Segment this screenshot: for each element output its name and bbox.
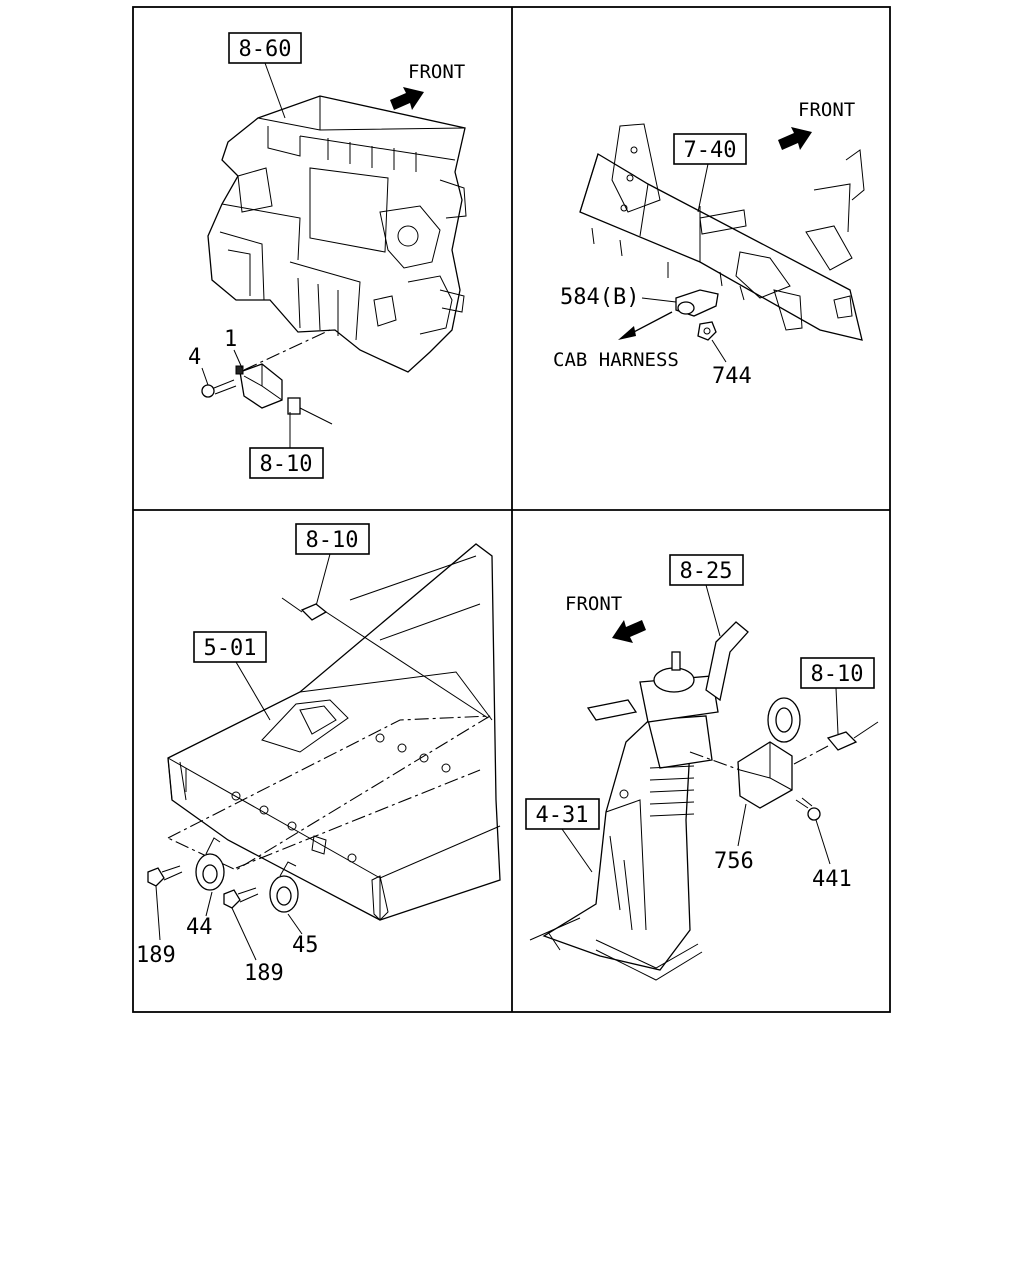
panel-top-left: 8-60 FRONT 4 1 8-10	[188, 32, 467, 479]
diagram-frame	[132, 6, 891, 1013]
callout-756: 756	[714, 849, 754, 874]
frame-rail-drawing	[167, 543, 501, 921]
front-arrow-icon	[778, 127, 812, 150]
ref-box-8-10-top-left[interactable]: 8-10	[249, 447, 324, 479]
screw-part-441[interactable]	[795, 797, 821, 821]
mounting-plane-outline	[166, 715, 491, 871]
ref-box-8-10-label: 8-10	[306, 528, 359, 553]
ref-box-8-60-label: 8-60	[239, 37, 292, 62]
ref-box-7-40-label: 7-40	[684, 138, 737, 163]
ref-box-8-25[interactable]: 8-25	[669, 554, 744, 586]
connector-584b[interactable]	[675, 289, 719, 317]
ref-box-5-01[interactable]: 5-01	[193, 631, 267, 663]
front-arrow-icon	[612, 620, 646, 643]
ref-box-8-60[interactable]: 8-60	[228, 32, 302, 64]
control-unit-756[interactable]	[737, 697, 801, 809]
panel-bottom-right: 8-25 FRONT 756 441 8-10	[525, 554, 879, 981]
front-label: FRONT	[565, 593, 622, 615]
callout-1: 1	[224, 327, 237, 352]
horn-part-45[interactable]	[269, 861, 299, 913]
ref-box-8-10-bottom-left[interactable]: 8-10	[295, 523, 370, 555]
callout-441: 441	[812, 867, 852, 892]
cab-harness-label: CAB HARNESS	[553, 349, 679, 371]
front-indicator-top-right: FRONT	[778, 99, 855, 150]
front-arrow-icon	[390, 87, 424, 110]
front-label: FRONT	[408, 61, 465, 83]
mounting-plane-outline-2	[235, 769, 481, 869]
ref-box-8-10-bottom-right[interactable]: 8-10	[800, 657, 875, 689]
panel-bottom-left: 8-10 5-01	[136, 523, 501, 986]
cab-harness-arrow	[618, 311, 673, 340]
ref-box-8-25-label: 8-25	[680, 559, 733, 584]
callout-189-right: 189	[244, 961, 284, 986]
callout-584b: 584(B)	[560, 285, 639, 310]
front-indicator-bottom-right: FRONT	[565, 593, 646, 643]
bolt-part-189-right[interactable]	[223, 887, 259, 909]
hvac-unit-drawing	[207, 95, 467, 373]
ref-box-7-40[interactable]: 7-40	[673, 133, 747, 165]
ref-box-8-10-label: 8-10	[260, 452, 313, 477]
callout-44: 44	[186, 915, 213, 940]
callout-189-left: 189	[136, 943, 176, 968]
connector-plug	[287, 397, 333, 425]
cross-member-drawing	[579, 123, 865, 341]
steering-column-drawing	[529, 621, 749, 981]
callout-45: 45	[292, 933, 319, 958]
panel-top-right: 7-40 FRONT 584(B) CAB HARNESS 744	[553, 99, 865, 389]
sensor-part-1[interactable]	[235, 363, 283, 409]
callout-744: 744	[712, 364, 752, 389]
callout-4: 4	[188, 345, 201, 370]
ref-box-4-31[interactable]: 4-31	[525, 798, 600, 830]
ref-box-4-31-label: 4-31	[536, 803, 589, 828]
front-label: FRONT	[798, 99, 855, 121]
connector-plug	[793, 721, 879, 765]
horn-part-44[interactable]	[195, 837, 225, 891]
screw-part-4[interactable]	[201, 379, 237, 398]
nut-part-744[interactable]	[697, 321, 717, 341]
bolt-part-189-left[interactable]	[147, 865, 183, 887]
front-indicator-top-left: FRONT	[390, 61, 465, 110]
connector-plug	[281, 597, 489, 719]
ref-box-8-10-label: 8-10	[811, 662, 864, 687]
ref-box-5-01-label: 5-01	[204, 636, 257, 661]
